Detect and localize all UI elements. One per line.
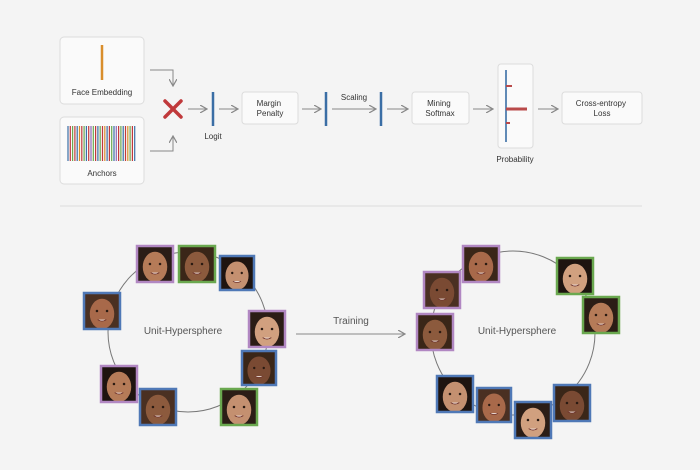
face-thumbnail bbox=[461, 244, 501, 284]
face-thumbnail bbox=[240, 349, 278, 387]
cross-entropy-box: Cross-entropy Loss bbox=[561, 91, 643, 125]
training-label: Training bbox=[333, 316, 369, 327]
multiply-icon bbox=[163, 99, 183, 119]
face-thumbnail bbox=[415, 312, 455, 352]
face-thumbnail bbox=[177, 244, 217, 284]
face-thumbnail bbox=[219, 387, 259, 427]
face-thumbnail bbox=[475, 386, 513, 424]
anchors-box: Anchors bbox=[59, 116, 145, 185]
face-embedding-label: Face Embedding bbox=[72, 88, 132, 97]
face-thumbnail bbox=[138, 387, 178, 427]
face-thumbnail bbox=[555, 256, 595, 296]
face-embedding-box: Face Embedding bbox=[59, 36, 145, 105]
face-thumbnail bbox=[82, 291, 122, 331]
face-thumbnail bbox=[99, 364, 139, 404]
svg-text:Cross-entropy Loss: Cross-entropy Loss bbox=[576, 99, 628, 118]
svg-text:Mining Softmax: Mining Softmax bbox=[425, 99, 454, 118]
probability-box bbox=[497, 63, 534, 149]
anchors-arrow bbox=[150, 137, 173, 152]
cross-entropy-line2: Loss bbox=[594, 109, 611, 118]
margin-penalty-line1: Margin bbox=[257, 99, 281, 108]
mining-softmax-box: Mining Softmax bbox=[411, 91, 470, 125]
margin-penalty-box: Margin Penalty bbox=[241, 91, 299, 125]
anchors-label: Anchors bbox=[87, 169, 116, 178]
left-hypersphere-label: Unit-Hypersphere bbox=[144, 326, 223, 337]
face-thumbnail bbox=[135, 244, 175, 284]
logit-label: Logit bbox=[204, 132, 222, 141]
probability-label: Probability bbox=[496, 155, 533, 164]
svg-text:Margin Penalty: Margin Penalty bbox=[257, 99, 284, 118]
face-thumbnail bbox=[422, 270, 462, 310]
mining-softmax-line1: Mining bbox=[427, 99, 451, 108]
face-thumbnail bbox=[513, 400, 553, 440]
scaling-label: Scaling bbox=[341, 93, 367, 102]
right-hypersphere-label: Unit-Hypersphere bbox=[478, 326, 557, 337]
anchor-bars bbox=[67, 126, 136, 161]
face-thumbnail bbox=[581, 295, 621, 335]
embedding-arrow bbox=[150, 69, 173, 85]
face-thumbnail bbox=[247, 309, 287, 349]
face-thumbnail bbox=[435, 374, 475, 414]
face-thumbnail bbox=[552, 383, 592, 423]
margin-penalty-line2: Penalty bbox=[257, 109, 284, 118]
cross-entropy-line1: Cross-entropy bbox=[576, 99, 626, 108]
face-thumbnails bbox=[82, 244, 621, 440]
mining-softmax-line2: Softmax bbox=[425, 109, 454, 118]
face-thumbnail bbox=[218, 254, 256, 292]
